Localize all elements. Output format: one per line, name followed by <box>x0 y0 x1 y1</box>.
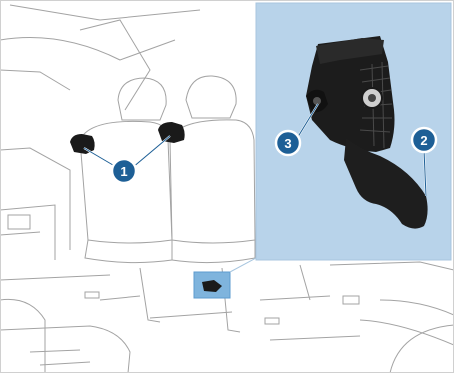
callout-2-label: 2 <box>420 133 427 148</box>
callout-marker-3: 3 <box>276 131 300 155</box>
callout-3-label: 3 <box>284 136 291 151</box>
callout-1-label: 1 <box>120 164 127 179</box>
floor-attachment-highlight <box>194 272 230 298</box>
callout-marker-1: 1 <box>112 159 136 183</box>
callout-marker-2: 2 <box>412 128 436 152</box>
right-headrest-clip-icon <box>158 122 185 143</box>
